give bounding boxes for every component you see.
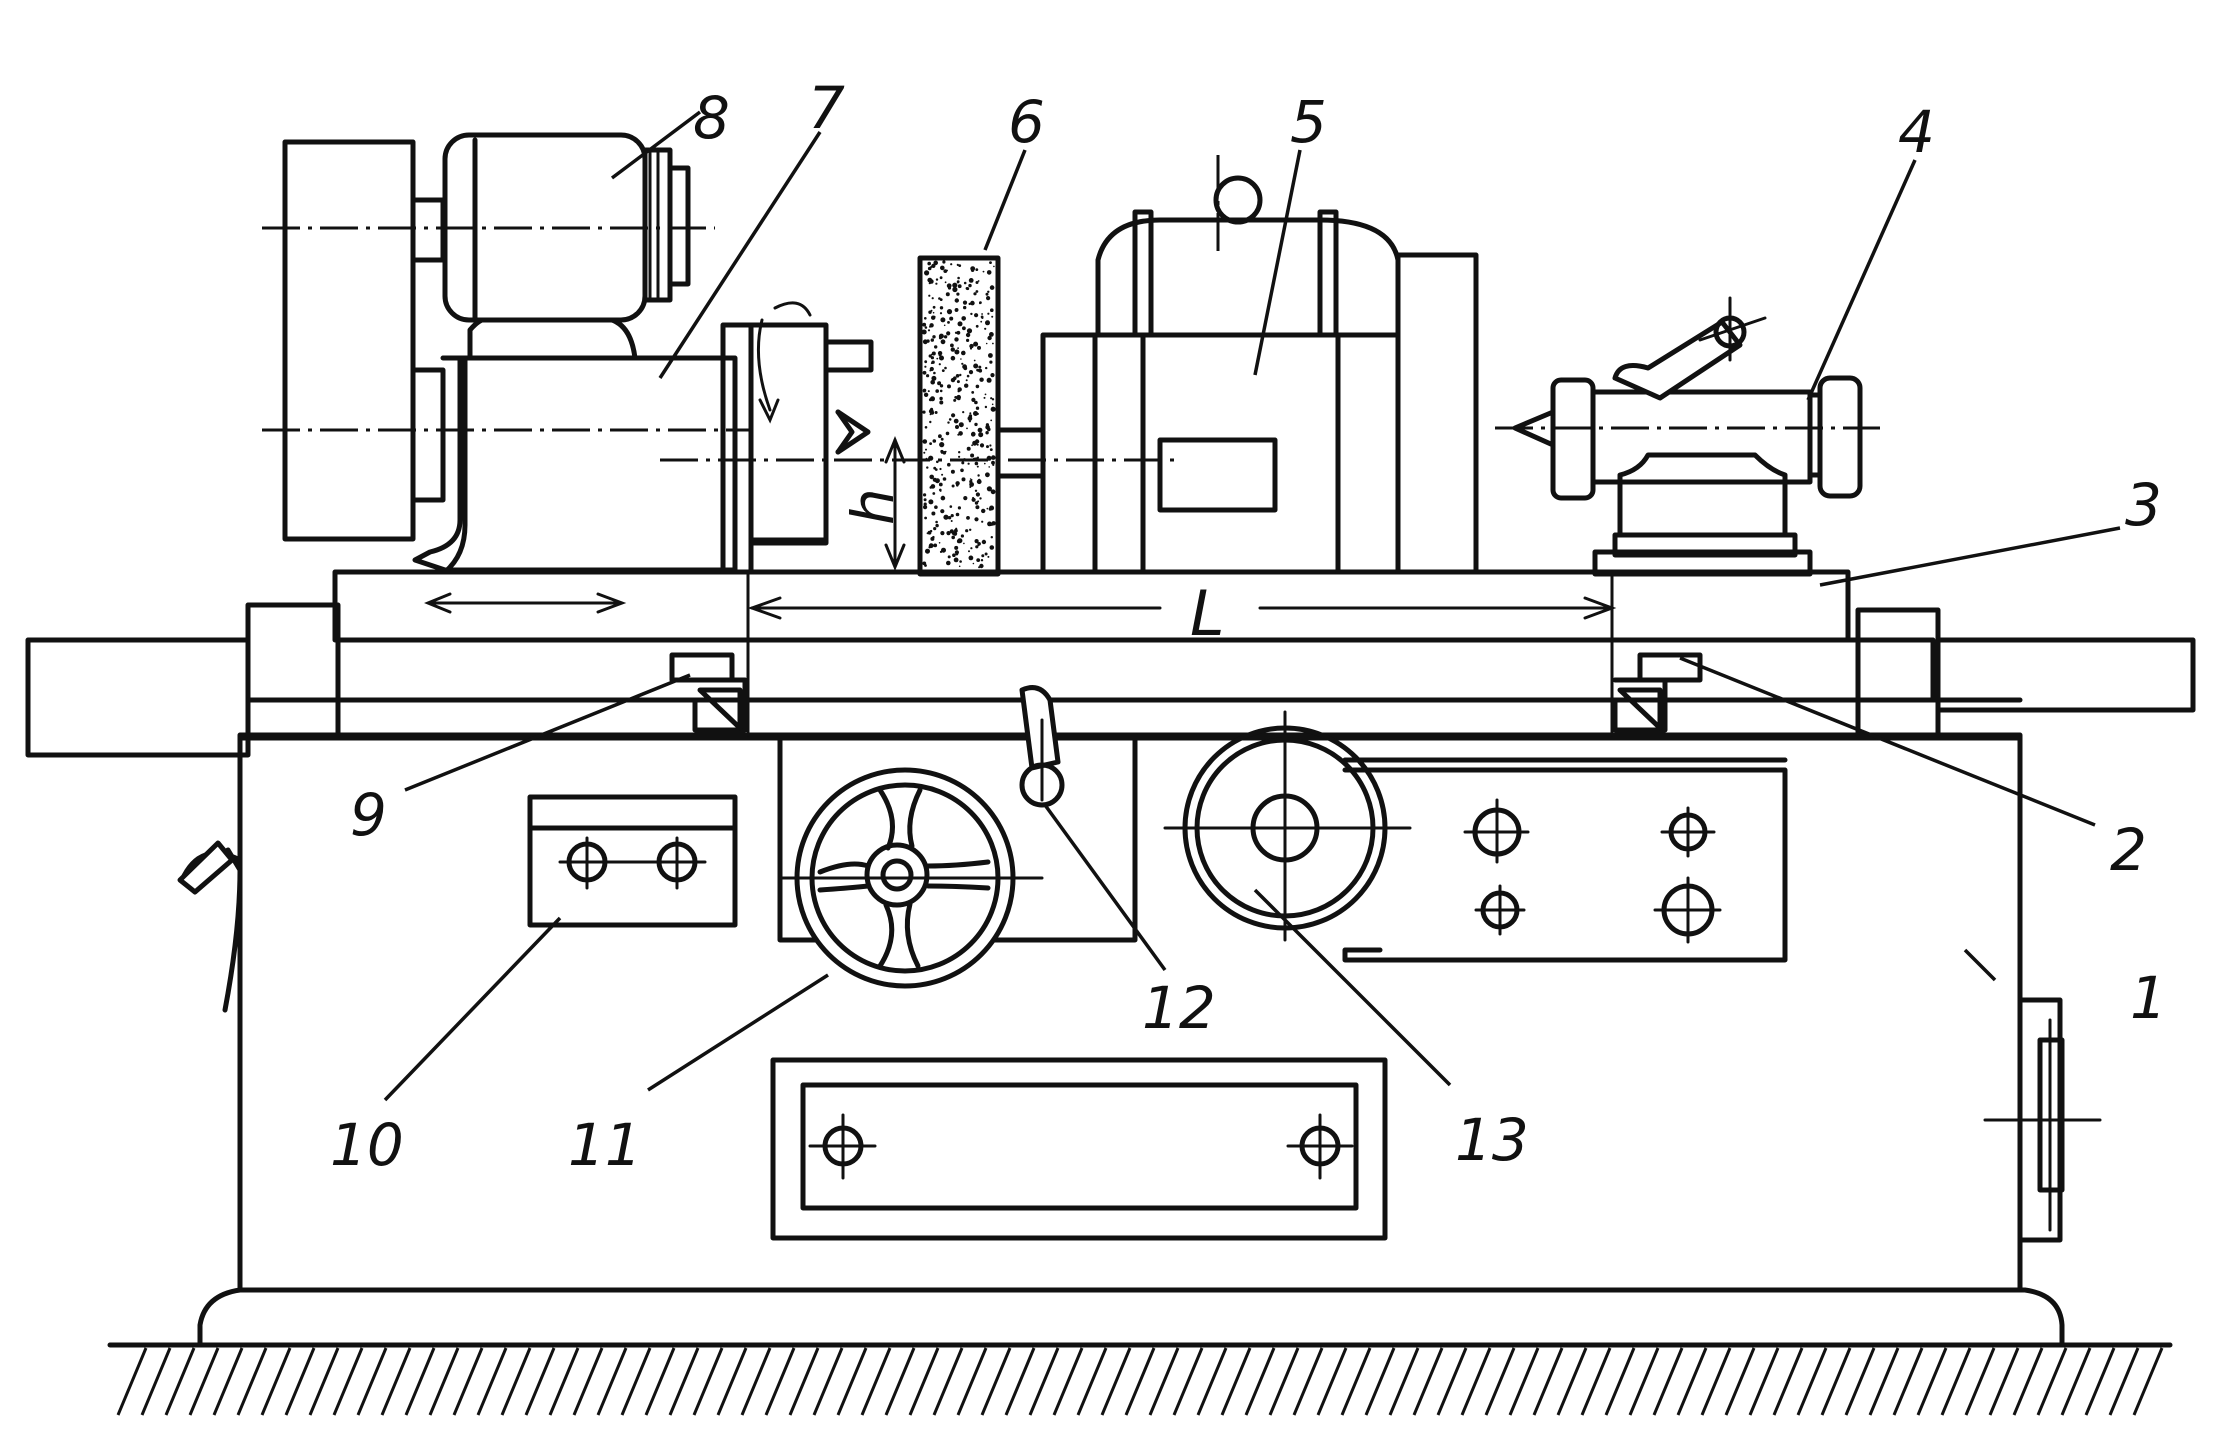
callout-6: 6 — [1008, 88, 1045, 156]
callout-3: 3 — [2125, 471, 2162, 539]
floor — [107, 1342, 2173, 1416]
control-panel-10 — [527, 794, 738, 928]
tailstock — [1495, 296, 1880, 577]
lever-12 — [1019, 685, 1065, 808]
table-guides — [25, 602, 2196, 758]
center-lines — [262, 155, 1220, 432]
upper-table: L — [332, 569, 1851, 737]
callout-13: 13 — [1455, 1106, 1529, 1174]
machine-bed — [177, 732, 2102, 1348]
callout-9: 9 — [350, 781, 387, 849]
callout-8: 8 — [693, 84, 730, 152]
callout-5: 5 — [1290, 88, 1327, 156]
height-dimension-label: h — [839, 488, 907, 525]
grinding-wheel: h — [839, 255, 1001, 577]
length-dimension-label: L — [1190, 577, 1225, 650]
callout-12: 12 — [1142, 974, 1216, 1042]
workhead — [282, 132, 874, 575]
leader-lines — [383, 110, 2121, 1102]
control-panel-right — [1342, 757, 1788, 963]
callout-4: 4 — [1898, 98, 1935, 166]
handwheel-13 — [1163, 710, 1412, 942]
callout-2: 2 — [2110, 816, 2147, 884]
callout-1: 1 — [2130, 964, 2167, 1032]
wheelhead — [660, 175, 1479, 575]
callout-11: 11 — [568, 1111, 642, 1179]
callout-7: 7 — [808, 74, 845, 142]
handwheel-11 — [778, 767, 1044, 989]
callout-labels: 1 2 3 4 5 6 7 8 9 10 11 12 13 — [330, 74, 2167, 1179]
front-door — [770, 1057, 1388, 1241]
callout-10: 10 — [330, 1111, 404, 1179]
